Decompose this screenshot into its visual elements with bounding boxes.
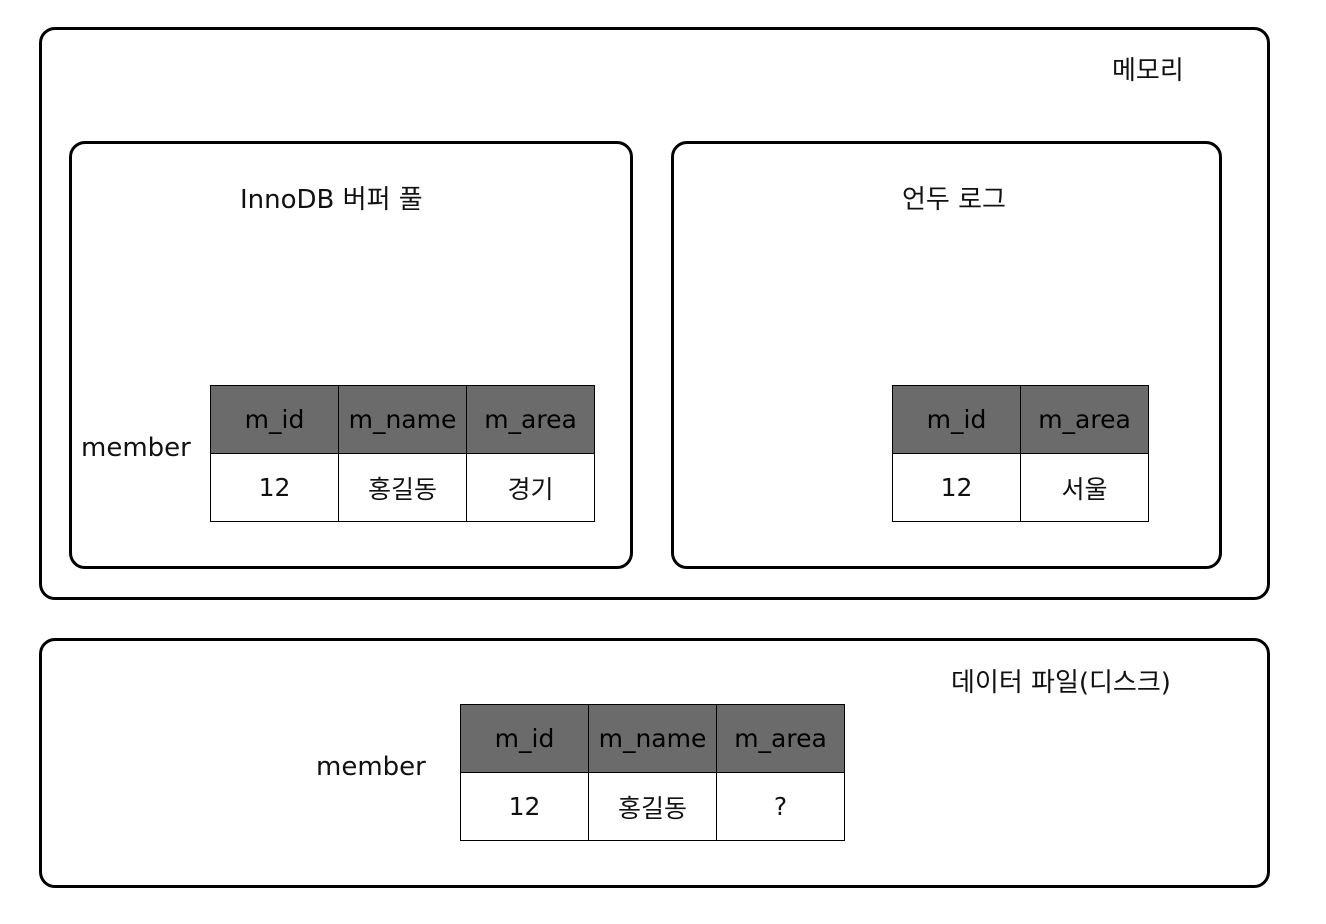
memory-label: 메모리 <box>1112 56 1184 86</box>
column-header: m_id <box>892 385 1021 454</box>
buffer-pool-title: InnoDB 버퍼 풀 <box>240 185 423 215</box>
data-file-table: m_id m_name m_area 12 홍길동 ? <box>460 704 845 841</box>
table-row: 12 홍길동 ? <box>460 772 845 841</box>
table-cell: 12 <box>892 453 1021 522</box>
buffer-pool-table: m_id m_name m_area 12 홍길동 경기 <box>210 385 595 522</box>
buffer-pool-table-name: member <box>81 433 191 463</box>
table-row: 12 홍길동 경기 <box>210 453 595 522</box>
undo-log-title: 언두 로그 <box>902 185 1006 215</box>
column-header: m_area <box>716 704 845 773</box>
column-header: m_id <box>460 704 589 773</box>
table-header-row: m_id m_area <box>892 385 1149 454</box>
table-cell: 서울 <box>1020 453 1149 522</box>
table-header-row: m_id m_name m_area <box>210 385 595 454</box>
table-row: 12 서울 <box>892 453 1149 522</box>
table-cell: 홍길동 <box>338 453 467 522</box>
table-cell: 경기 <box>466 453 595 522</box>
table-cell: 12 <box>210 453 339 522</box>
column-header: m_area <box>466 385 595 454</box>
undo-log-table: m_id m_area 12 서울 <box>892 385 1149 522</box>
data-file-table-name: member <box>316 752 426 782</box>
column-header: m_name <box>588 704 717 773</box>
table-header-row: m_id m_name m_area <box>460 704 845 773</box>
table-cell: 12 <box>460 772 589 841</box>
column-header: m_id <box>210 385 339 454</box>
column-header: m_area <box>1020 385 1149 454</box>
table-cell: 홍길동 <box>588 772 717 841</box>
data-file-label: 데이터 파일(디스크) <box>951 668 1171 698</box>
table-cell: ? <box>716 772 845 841</box>
column-header: m_name <box>338 385 467 454</box>
